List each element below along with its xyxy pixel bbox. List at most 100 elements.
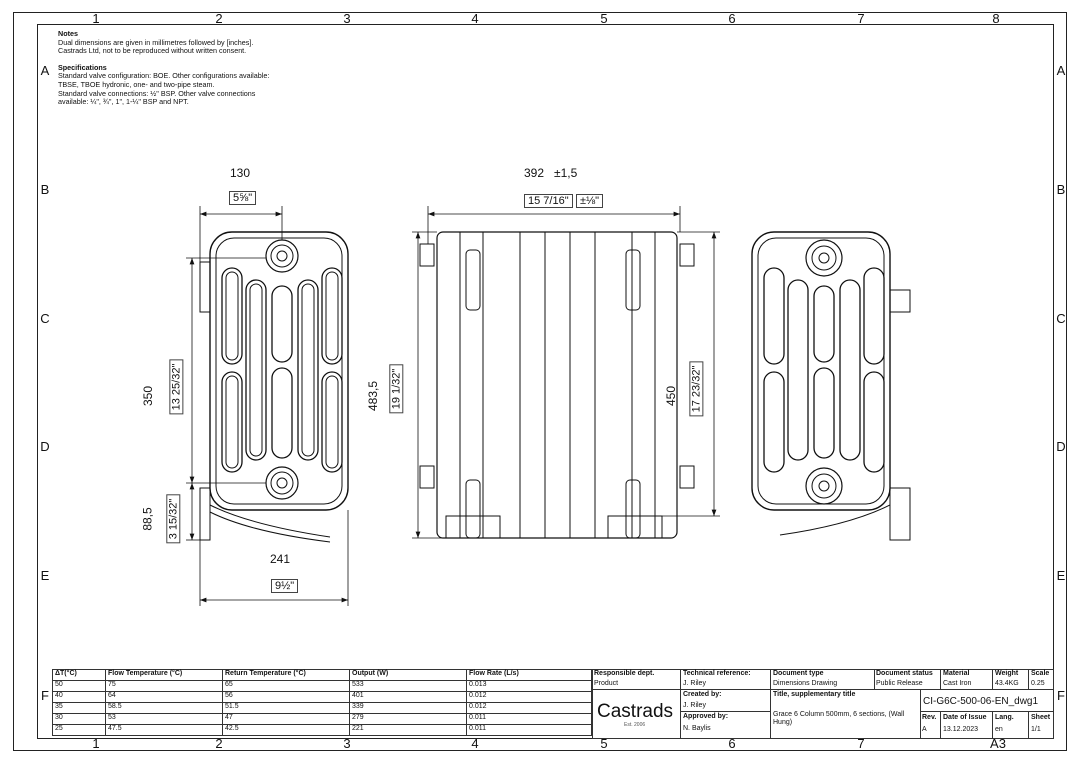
- created-by: J. Riley: [683, 702, 706, 709]
- notes-line: Dual dimensions are given in millimetres…: [58, 37, 254, 47]
- zone-row-b-right: B: [1056, 182, 1066, 197]
- zone-row-c: C: [40, 311, 50, 326]
- weight: 43.4KG: [995, 680, 1019, 687]
- zone-col-3: 3: [343, 11, 351, 26]
- table-cell: 0.012: [466, 702, 592, 714]
- zone-col-7: 7: [857, 11, 865, 26]
- spec-heading: Specifications: [58, 62, 107, 72]
- dim-total-height-mm: 483,5: [366, 380, 381, 412]
- dim-base-mm: 241: [270, 552, 291, 566]
- zone-col-1-bottom: 1: [92, 736, 100, 751]
- company-est: Est. 2006: [624, 722, 646, 728]
- notes-block: Notes Dual dimensions are given in milli…: [58, 29, 388, 107]
- responsible-dept: Product: [594, 680, 619, 687]
- dim-width-in-tol: ±⅛": [575, 194, 604, 208]
- sheet-number: 1/1: [1031, 726, 1041, 733]
- zone-col-7-bottom: 7: [857, 736, 865, 751]
- table-cell: 64: [105, 691, 223, 703]
- col-header: Flow Rate (L/s): [466, 669, 592, 681]
- zone-row-e-right: E: [1056, 568, 1066, 583]
- scale: 0.25: [1031, 680, 1045, 687]
- zone-col-4: 4: [471, 11, 479, 26]
- table-cell: 279: [349, 713, 467, 725]
- scale-label: Scale: [1031, 670, 1050, 677]
- table-cell: 0.011: [466, 724, 592, 736]
- zone-row-f: F: [41, 688, 49, 703]
- created-by-label: Created by:: [683, 691, 722, 698]
- dim-centres-in: 13 25/32": [169, 359, 184, 415]
- table-cell: 47.5: [105, 724, 223, 736]
- notes-line: Castrads Ltd, not to be reproduced witho…: [58, 46, 247, 56]
- document-id: CI-G6C-500-06-EN_dwg1: [923, 696, 1039, 707]
- sheet-label: Sheet: [1031, 714, 1051, 721]
- notes-heading: Notes: [58, 29, 78, 38]
- table-cell: 30: [52, 713, 106, 725]
- zone-row-a-right: A: [1056, 63, 1066, 78]
- zone-col-6-bottom: 6: [728, 736, 736, 751]
- front-view: [419, 231, 695, 539]
- doc-type-label: Document type: [773, 670, 824, 677]
- zone-row-f-right: F: [1057, 688, 1065, 703]
- dim-section-height-mm: 450: [664, 385, 679, 407]
- table-cell: 533: [349, 680, 467, 692]
- title-block: [592, 669, 1054, 739]
- zone-col-2-bottom: 2: [215, 736, 223, 751]
- title-label: Title, supplementary title: [773, 691, 856, 698]
- company-logo: Castrads: [597, 701, 674, 722]
- table-cell: 0.011: [466, 713, 592, 725]
- table-header-row: ΔT(°C) Flow Temperature (°C) Return Temp…: [52, 669, 592, 681]
- material-label: Material: [943, 670, 970, 677]
- table-cell: 47: [222, 713, 350, 725]
- table-cell: 339: [349, 702, 467, 714]
- table-cell: 40: [52, 691, 106, 703]
- zone-row-d-right: D: [1056, 439, 1066, 454]
- table-cell: 42.5: [222, 724, 350, 736]
- table-cell: 51.5: [222, 702, 350, 714]
- table-cell: 221: [349, 724, 467, 736]
- dim-width-mm: 392: [524, 166, 545, 180]
- zone-col-3-bottom: 3: [343, 736, 351, 751]
- lang: en: [995, 726, 1003, 733]
- dim-centres-mm: 350: [141, 385, 156, 407]
- lang-label: Lang.: [995, 714, 1014, 721]
- zone-row-e: E: [40, 568, 50, 583]
- spec-line: TBSE, TBOE hydronic, one- and two-pipe s…: [58, 79, 215, 89]
- table-cell: 35: [52, 702, 106, 714]
- rev: A: [922, 726, 927, 733]
- zone-col-8: 8: [992, 11, 1000, 26]
- zone-row-b: B: [40, 182, 50, 197]
- zone-col-1: 1: [92, 11, 100, 26]
- table-cell: 0.012: [466, 691, 592, 703]
- dim-section-height-in: 17 23/32": [689, 361, 704, 417]
- dim-floor-mm: 88,5: [140, 507, 155, 531]
- doc-status-label: Document status: [876, 670, 933, 677]
- side-view-right: [751, 231, 911, 541]
- dim-depth-mm: 130: [230, 166, 251, 180]
- responsible-dept-label: Responsible dept.: [594, 670, 655, 677]
- table-cell: 53: [105, 713, 223, 725]
- inner-frame: [37, 24, 1054, 739]
- zone-row-a: A: [40, 63, 50, 78]
- dim-floor-in: 3 15/32": [166, 494, 181, 544]
- dimension-lines: [186, 206, 720, 606]
- table-cell: 65: [222, 680, 350, 692]
- zone-col-5: 5: [600, 11, 608, 26]
- doc-type: Dimensions Drawing: [773, 680, 838, 687]
- dim-base-in: 9½": [271, 579, 299, 593]
- flow-rate-table: ΔT(°C) Flow Temperature (°C) Return Temp…: [52, 669, 592, 736]
- side-view-left: [199, 231, 349, 543]
- dim-width-in: 15 7/16": [524, 194, 573, 208]
- table-cell: 75: [105, 680, 223, 692]
- issue-date: 13.12.2023: [943, 726, 979, 733]
- zone-row-c-right: C: [1056, 311, 1066, 326]
- zone-col-2: 2: [215, 11, 223, 26]
- zone-col-4-bottom: 4: [471, 736, 479, 751]
- drawing-title: Grace 6 Column 500mm, 6 sections, (Wall …: [773, 711, 905, 726]
- table-cell: 50: [52, 680, 106, 692]
- paper-size: A3: [990, 736, 1006, 751]
